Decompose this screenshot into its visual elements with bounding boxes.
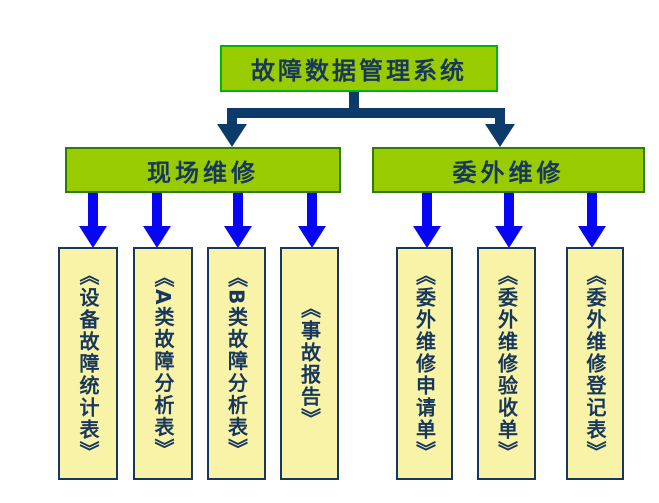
down-arrow-6	[495, 192, 523, 248]
branch-node-onsite-maintenance: 现场维修	[65, 147, 341, 193]
root-node-fault-data-system: 故障数据管理系统	[220, 45, 498, 92]
down-arrow-2	[143, 192, 171, 248]
down-arrow-3	[224, 192, 252, 248]
leaf-node-equipment-fault-statistics: 《设备故障统计表》	[58, 247, 118, 480]
leaf-node-class-b-fault-analysis: 《B类故障分析表》	[207, 247, 266, 480]
leaf-node-outsourced-repair-application: 《委外维修申请单》	[396, 247, 453, 480]
leaf-node-outsourced-repair-register: 《委外维修登记表》	[566, 247, 624, 480]
leaf-node-accident-report: 《事故报告》	[280, 247, 339, 480]
down-arrow-7	[578, 192, 606, 248]
leaf-node-label: 《设备故障统计表》	[76, 264, 100, 463]
down-arrow-1	[79, 192, 107, 248]
root-node-label: 故障数据管理系统	[251, 57, 467, 85]
leaf-node-label: 《委外维修申请单》	[412, 264, 437, 463]
down-arrow-5	[413, 192, 441, 248]
leaf-node-label: 《委外维修验收单》	[494, 264, 519, 463]
leaf-node-outsourced-repair-acceptance: 《委外维修验收单》	[477, 247, 536, 480]
leaf-node-label: 《A类故障分析表》	[151, 266, 175, 461]
branch-node-label: 现场维修	[147, 158, 259, 187]
branch-node-outsourced-maintenance: 委外维修	[372, 147, 645, 193]
down-arrow-4	[298, 192, 326, 248]
leaf-node-label: 《B类故障分析表》	[224, 266, 249, 461]
branch-node-label: 委外维修	[452, 158, 565, 187]
leaf-node-label: 《委外维修登记表》	[583, 264, 607, 463]
trunk-connector	[217, 90, 515, 147]
leaf-node-label: 《事故报告》	[297, 297, 322, 430]
leaf-node-class-a-fault-analysis: 《A类故障分析表》	[133, 247, 193, 480]
